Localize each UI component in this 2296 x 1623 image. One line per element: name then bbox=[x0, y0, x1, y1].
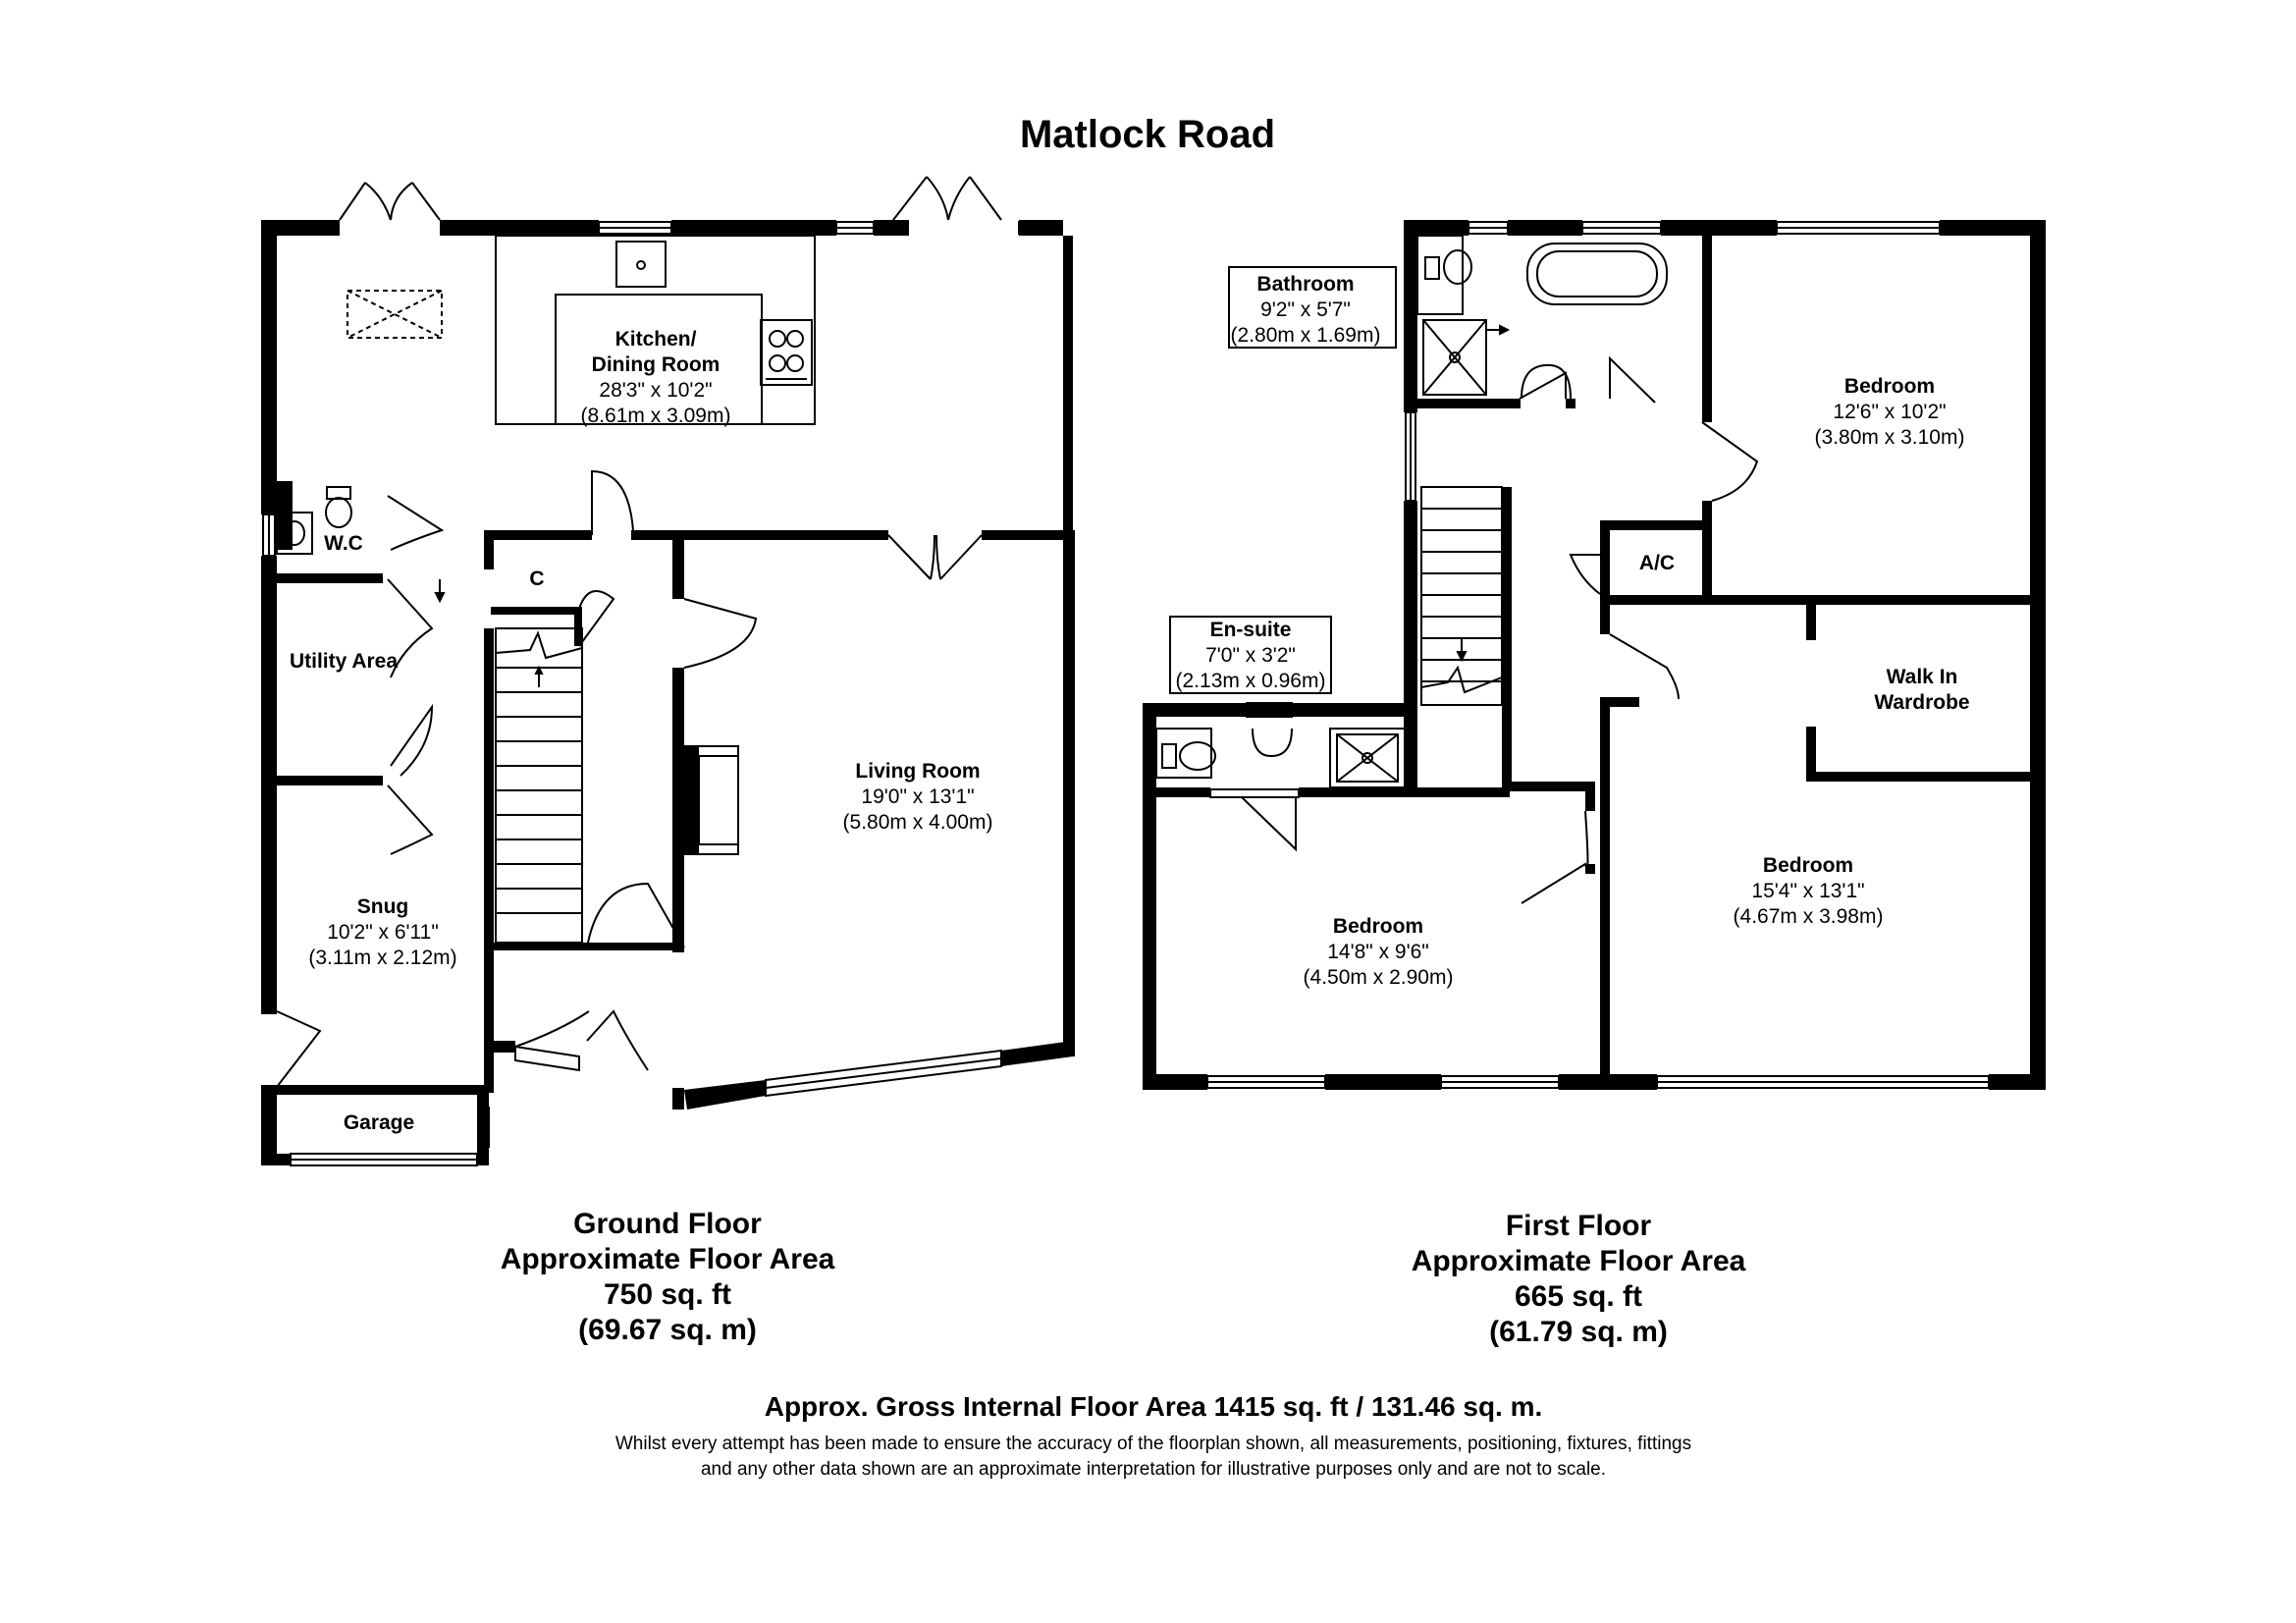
ground-floor-area-sqft: 750 sq. ft bbox=[604, 1278, 731, 1311]
snug-metric: (3.11m x 2.12m) bbox=[308, 947, 456, 969]
sink-icon bbox=[615, 241, 667, 288]
bedroom2-name: Bedroom bbox=[1763, 854, 1853, 877]
ensuite-imperial: 7'0" x 3'2" bbox=[1205, 644, 1296, 667]
bedroom1-name: Bedroom bbox=[1844, 375, 1935, 398]
ground-floor-labels: Kitchen/ Dining Room 28'3" x 10'2" (8.61… bbox=[290, 328, 992, 1134]
ground-floor-label: Ground Floor bbox=[573, 1208, 762, 1240]
bedroom1-metric: (3.80m x 3.10m) bbox=[1815, 426, 1965, 449]
bedroom2-imperial: 15'4" x 13'1" bbox=[1751, 880, 1864, 902]
living-room-metric: (5.80m x 4.00m) bbox=[843, 811, 993, 834]
bedroom3-metric: (4.50m x 2.90m) bbox=[1304, 966, 1454, 989]
first-floor-walls bbox=[1143, 220, 2046, 1090]
snug-imperial: 10'2" x 6'11" bbox=[327, 921, 439, 944]
ensuite-callout bbox=[1169, 616, 1332, 694]
ground-floor-plan: Kitchen/ Dining Room 28'3" x 10'2" (8.61… bbox=[261, 176, 1075, 1166]
ground-floor-summary: Ground Floor Approximate Floor Area 750 … bbox=[501, 1208, 835, 1346]
living-room-name: Living Room bbox=[855, 760, 980, 783]
total-area: Approx. Gross Internal Floor Area 1415 s… bbox=[765, 1391, 1543, 1422]
kitchen-name-line1: Kitchen/ bbox=[615, 328, 697, 351]
bathroom-imperial: 9'2" x 5'7" bbox=[1260, 298, 1351, 321]
bathroom-name: Bathroom bbox=[1256, 273, 1354, 296]
ac-name: A/C bbox=[1639, 552, 1675, 574]
bedroom3-name: Bedroom bbox=[1333, 915, 1423, 938]
ensuite-name: En-suite bbox=[1210, 619, 1292, 641]
ground-floor-windows bbox=[262, 221, 1059, 1166]
bedroom3-imperial: 14'8" x 9'6" bbox=[1327, 941, 1429, 963]
first-floor-label: First Floor bbox=[1506, 1210, 1652, 1242]
kitchen-imperial: 28'3" x 10'2" bbox=[599, 379, 712, 402]
bath-icon bbox=[1526, 243, 1668, 305]
basin-icon bbox=[276, 512, 313, 555]
toilet-icon bbox=[1179, 741, 1216, 771]
first-floor-fixtures bbox=[1155, 235, 1668, 788]
ground-floor-walls bbox=[261, 220, 1075, 1165]
bathroom-callout bbox=[1228, 266, 1397, 349]
first-floor-area-sqm: (61.79 sq. m) bbox=[1489, 1316, 1668, 1348]
utility-name: Utility Area bbox=[290, 650, 398, 673]
ground-floor-area-sqm: (69.67 sq. m) bbox=[578, 1314, 757, 1346]
staircase bbox=[495, 627, 583, 944]
snug-name: Snug bbox=[357, 895, 409, 918]
cupboard-name: C bbox=[529, 568, 544, 590]
wardrobe-name-line2: Wardrobe bbox=[1874, 691, 1969, 714]
shower-tray-icon bbox=[1329, 728, 1406, 788]
basin-icon bbox=[1252, 728, 1293, 758]
living-room-imperial: 19'0" x 13'1" bbox=[861, 785, 974, 808]
first-floor-summary: First Floor Approximate Floor Area 665 s… bbox=[1412, 1210, 1746, 1348]
first-floor-area-label: Approximate Floor Area bbox=[1412, 1245, 1746, 1277]
toilet-icon bbox=[325, 497, 352, 528]
ground-floor-fixtures bbox=[276, 235, 816, 944]
ground-floor-doors bbox=[276, 176, 1002, 1088]
wc-name: W.C bbox=[324, 532, 363, 555]
page-title: Matlock Road bbox=[1020, 113, 1275, 156]
bedroom2-metric: (4.67m x 3.98m) bbox=[1734, 905, 1884, 928]
skylight-icon bbox=[347, 290, 443, 339]
bathroom-metric: (2.80m x 1.69m) bbox=[1231, 324, 1381, 347]
basin-icon bbox=[1521, 363, 1572, 400]
kitchen-metric: (8.61m x 3.09m) bbox=[581, 405, 731, 427]
shower-tray-icon bbox=[1422, 319, 1487, 396]
ground-floor-area-label: Approximate Floor Area bbox=[501, 1243, 835, 1275]
garage-name: Garage bbox=[344, 1111, 414, 1134]
first-floor-windows bbox=[1206, 221, 1990, 1089]
ensuite-metric: (2.13m x 0.96m) bbox=[1176, 670, 1326, 692]
wardrobe-name-line1: Walk In bbox=[1887, 666, 1958, 688]
toilet-icon bbox=[1443, 249, 1472, 285]
first-floor-area-sqft: 665 sq. ft bbox=[1515, 1280, 1642, 1313]
first-floor-labels: Bathroom 9'2" x 5'7" (2.80m x 1.69m) Bed… bbox=[1169, 266, 1970, 989]
bedroom1-imperial: 12'6" x 10'2" bbox=[1833, 401, 1946, 423]
disclaimer-line2: and any other data shown are an approxim… bbox=[701, 1459, 1606, 1480]
kitchen-name-line2: Dining Room bbox=[592, 353, 721, 376]
disclaimer-line1: Whilst every attempt has been made to en… bbox=[615, 1434, 1691, 1454]
first-floor-plan: Bathroom 9'2" x 5'7" (2.80m x 1.69m) Bed… bbox=[1143, 220, 2046, 1090]
hob-icon bbox=[760, 319, 813, 386]
